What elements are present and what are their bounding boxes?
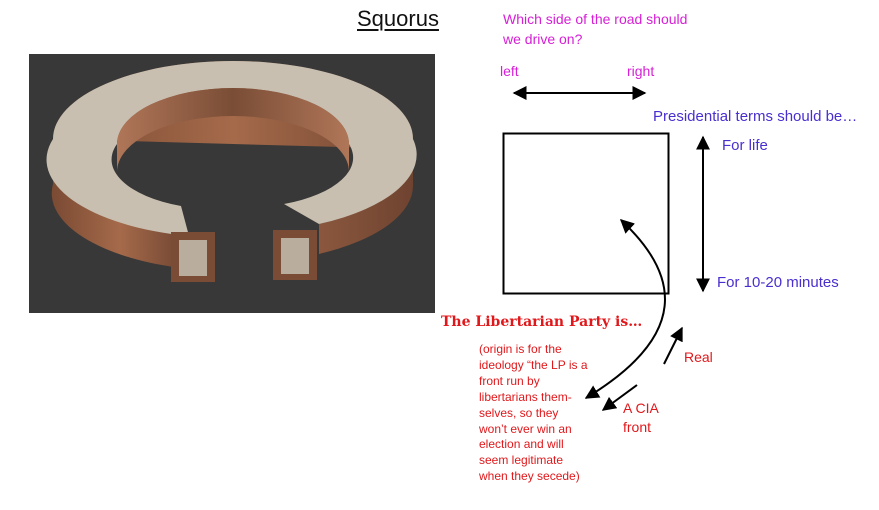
terms-top-label: For life: [722, 137, 768, 154]
road-left-label: left: [500, 63, 519, 79]
libertarian-curved-arrow: [584, 219, 666, 399]
ring-inner-wall: [117, 88, 349, 172]
libertarian-note: (origin is for the ideology “the LP is a…: [479, 342, 588, 484]
compass-box: [502, 132, 670, 295]
ring-top-face: [46, 61, 417, 236]
road-question: Which side of the road should we drive o…: [503, 11, 688, 47]
libertarian-cia-label: A CIA front: [623, 400, 659, 435]
squorus-render-image: [29, 54, 435, 313]
cia-arrow: [601, 384, 638, 411]
terms-bottom-label: For 10-20 minutes: [717, 274, 839, 291]
ring-outer-wall-left: [51, 139, 189, 269]
page-title: Squorus: [357, 6, 439, 31]
left-square-hole: [179, 240, 207, 276]
torus-square-illustration: [46, 61, 417, 282]
terms-question: Presidential terms should be…: [653, 108, 858, 125]
real-arrow: [663, 326, 683, 365]
road-right-label: right: [627, 63, 655, 79]
right-square-hole: [281, 238, 309, 274]
libertarian-real-label: Real: [684, 349, 713, 365]
